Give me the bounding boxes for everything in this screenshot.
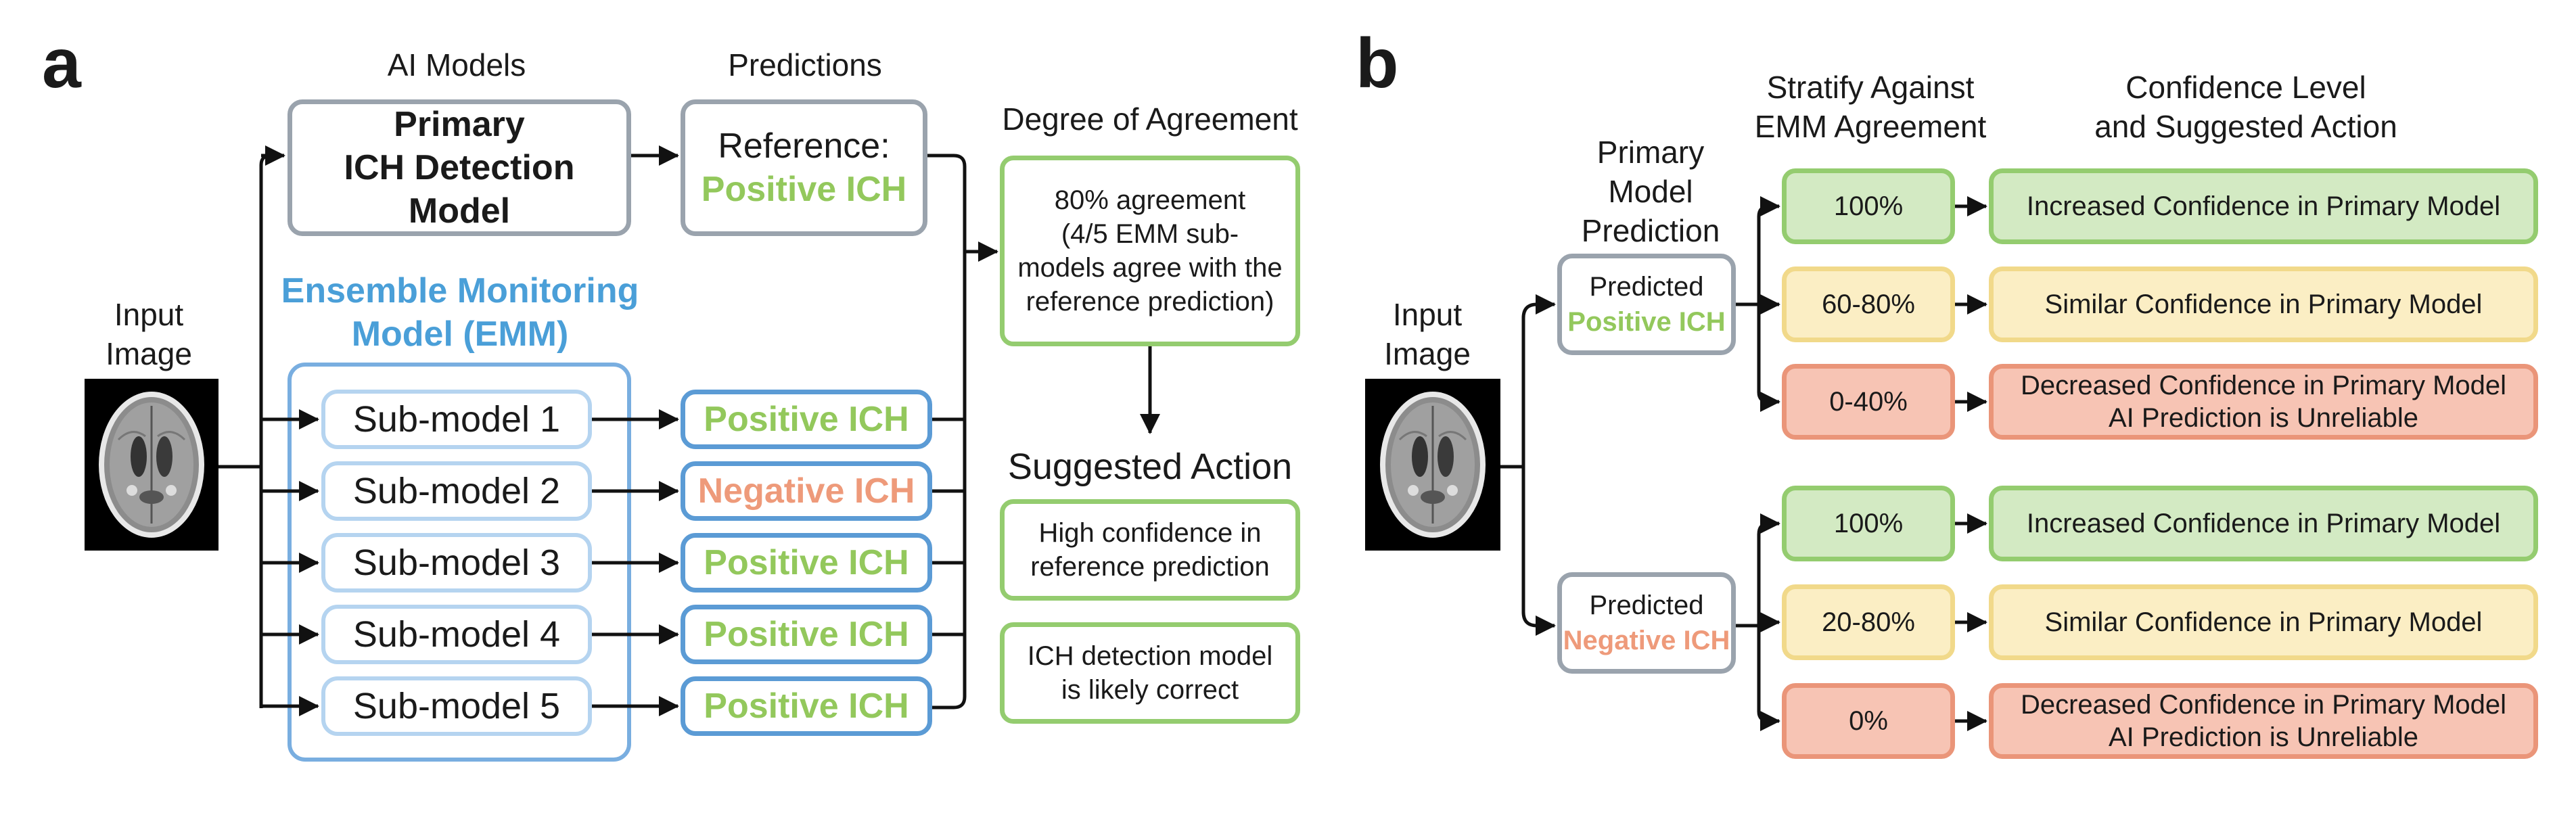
header-ai-models: AI Models xyxy=(387,47,526,83)
action-model-likely-correct: ICH detection model is likely correct xyxy=(1000,622,1300,724)
neg-agreement-0: 0% xyxy=(1782,683,1955,759)
neg-agreement-100: 100% xyxy=(1782,486,1955,561)
suggested-action-title: Suggested Action xyxy=(1007,446,1293,487)
sub-model-4-prediction: Positive ICH xyxy=(681,605,932,664)
agreement-box: 80% agreement (4/5 EMM sub- models agree… xyxy=(1000,156,1300,346)
brain-scan-graphic xyxy=(99,392,204,538)
predicted-positive-label: Predicted xyxy=(1589,272,1704,302)
ct-brain-image-b xyxy=(1365,379,1500,551)
predicted-positive-box: Predicted Positive ICH xyxy=(1557,254,1736,355)
predicted-positive-value: Positive ICH xyxy=(1567,307,1726,337)
header-predictions: Predictions xyxy=(728,47,882,83)
reference-value: Positive ICH xyxy=(701,170,907,209)
sub-model-1: Sub-model 1 xyxy=(321,390,592,449)
header-degree-of-agreement: Degree of Agreement xyxy=(1002,101,1298,137)
action-high-confidence: High confidence in reference prediction xyxy=(1000,499,1300,601)
predicted-negative-box: Predicted Negative ICH xyxy=(1557,572,1736,674)
emm-title: Ensemble Monitoring Model (EMM) xyxy=(281,271,639,354)
pos-action-similar: Similar Confidence in Primary Model xyxy=(1989,266,2538,342)
input-image-label-b: Input Image xyxy=(1384,297,1471,371)
sub-model-3: Sub-model 3 xyxy=(321,533,592,593)
header-primary-prediction: Primary Model Prediction xyxy=(1581,135,1720,248)
neg-agreement-20-80: 20-80% xyxy=(1782,584,1955,660)
neg-action-similar: Similar Confidence in Primary Model xyxy=(1989,584,2538,660)
sub-model-4: Sub-model 4 xyxy=(321,605,592,664)
sub-model-5: Sub-model 5 xyxy=(321,676,592,736)
sub-model-3-prediction: Positive ICH xyxy=(681,533,932,593)
predicted-negative-label: Predicted xyxy=(1589,590,1704,620)
header-confidence-level: Confidence Level and Suggested Action xyxy=(2094,70,2397,144)
pos-agreement-100: 100% xyxy=(1782,168,1955,244)
sub-model-2-prediction: Negative ICH xyxy=(681,461,932,521)
header-stratify: Stratify Against EMM Agreement xyxy=(1754,70,1987,144)
pos-agreement-0-40: 0-40% xyxy=(1782,364,1955,440)
neg-action-increased: Increased Confidence in Primary Model xyxy=(1989,486,2538,561)
predicted-negative-value: Negative ICH xyxy=(1563,626,1730,655)
brain-scan-graphic-b xyxy=(1380,392,1486,538)
panel-a-letter: a xyxy=(42,24,81,103)
primary-ich-model-box: Primary ICH Detection Model xyxy=(288,99,631,236)
ct-brain-image-a xyxy=(85,379,218,551)
pos-action-increased: Increased Confidence in Primary Model xyxy=(1989,168,2538,244)
pos-action-decreased: Decreased Confidence in Primary Model AI… xyxy=(1989,364,2538,440)
pos-agreement-60-80: 60-80% xyxy=(1782,266,1955,342)
panel-b-letter: b xyxy=(1356,24,1399,103)
sub-model-2: Sub-model 2 xyxy=(321,461,592,521)
neg-action-decreased: Decreased Confidence in Primary Model AI… xyxy=(1989,683,2538,759)
sub-model-1-prediction: Positive ICH xyxy=(681,390,932,449)
reference-label: Reference: xyxy=(718,126,890,166)
sub-model-5-prediction: Positive ICH xyxy=(681,676,932,736)
input-image-label-a: Input Image xyxy=(106,297,192,371)
reference-prediction-box: Reference: Positive ICH xyxy=(681,99,927,236)
